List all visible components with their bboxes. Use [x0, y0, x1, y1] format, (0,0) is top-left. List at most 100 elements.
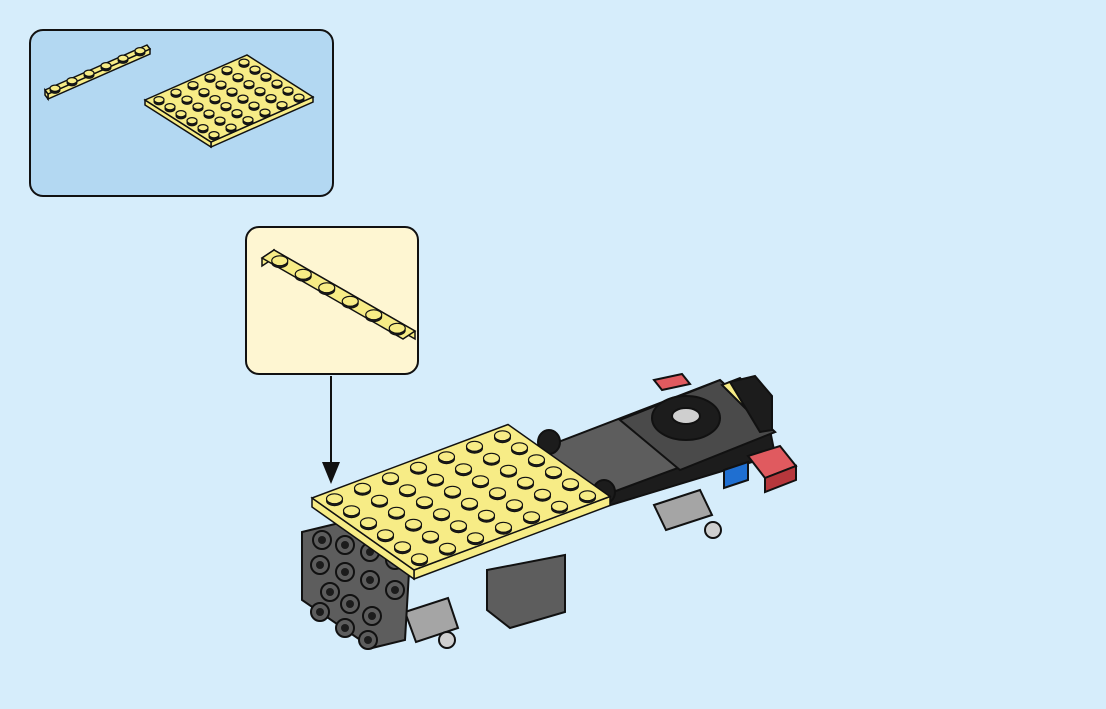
- stud-top: [243, 117, 253, 123]
- stud-top: [216, 81, 226, 87]
- stud-top: [383, 473, 399, 483]
- stud-top: [250, 66, 260, 72]
- stud-top: [261, 73, 271, 79]
- stud-top: [171, 89, 181, 95]
- stud-top: [445, 486, 461, 496]
- stud-top: [277, 102, 287, 108]
- stud-top: [411, 462, 427, 472]
- stud-top: [239, 59, 249, 65]
- front-stud-hole: [391, 586, 399, 594]
- front-stud-hole: [368, 612, 376, 620]
- front-stud-hole: [316, 608, 324, 616]
- stud-top: [283, 87, 293, 93]
- stud-top: [101, 63, 111, 69]
- stud-top: [439, 452, 455, 462]
- stud-top: [272, 256, 288, 266]
- stud-top: [518, 477, 534, 487]
- stud-top: [389, 507, 405, 517]
- stud-top: [327, 494, 343, 504]
- front-stud-hole: [341, 624, 349, 632]
- stud-top: [552, 501, 568, 511]
- front-stud-hole: [341, 568, 349, 576]
- stud-top: [361, 518, 377, 528]
- stud-top: [395, 542, 411, 552]
- stud-top: [233, 74, 243, 80]
- stud-top: [342, 296, 358, 306]
- stud-top: [406, 519, 422, 529]
- stud-top: [205, 74, 215, 80]
- under-block: [487, 555, 565, 628]
- stud-top: [467, 441, 483, 451]
- stud-top: [226, 124, 236, 130]
- stud-top: [182, 96, 192, 102]
- stud-top: [255, 88, 265, 94]
- stud-top: [412, 554, 428, 564]
- stud-top: [456, 464, 472, 474]
- stud-top: [210, 96, 220, 102]
- front-stud-hole: [316, 561, 324, 569]
- stud-top: [434, 509, 450, 519]
- stud-top: [451, 521, 467, 531]
- axle-holder-rear: [654, 490, 712, 530]
- stud-top: [204, 110, 214, 116]
- stud-top: [512, 443, 528, 453]
- axle-pin-front: [439, 632, 455, 648]
- stud-top: [473, 476, 489, 486]
- down-arrow-icon: [322, 376, 340, 484]
- stud-top: [215, 117, 225, 123]
- axle-pin-rear: [705, 522, 721, 538]
- stud-top: [372, 495, 388, 505]
- stud-top: [249, 102, 259, 108]
- vehicle-model: [302, 374, 796, 649]
- stud-top: [238, 95, 248, 101]
- stud-top: [490, 488, 506, 498]
- stud-top: [198, 125, 208, 131]
- stud-top: [294, 94, 304, 100]
- stud-top: [428, 474, 444, 484]
- round-tile-center: [672, 408, 700, 424]
- plate-1x6-part: [45, 45, 150, 99]
- stud-top: [187, 118, 197, 124]
- stud-top: [165, 104, 175, 110]
- stud-top: [209, 132, 219, 138]
- tail-light-top: [654, 374, 690, 390]
- stud-top: [319, 283, 335, 293]
- stud-top: [67, 78, 77, 84]
- stud-top: [440, 543, 456, 553]
- stud-top: [496, 522, 512, 532]
- stud-top: [468, 533, 484, 543]
- stud-top: [260, 109, 270, 115]
- stud-top: [580, 491, 596, 501]
- stud-top: [118, 55, 128, 61]
- stud-top: [400, 485, 416, 495]
- stud-top: [135, 48, 145, 54]
- stud-top: [495, 431, 511, 441]
- stud-top: [355, 483, 371, 493]
- stud-top: [188, 82, 198, 88]
- stud-top: [529, 455, 545, 465]
- plate-6x6-part: [145, 55, 313, 147]
- stud-top: [389, 323, 405, 333]
- stud-top: [154, 97, 164, 103]
- front-stud-hole: [318, 536, 326, 544]
- stud-top: [563, 479, 579, 489]
- stud-top: [344, 506, 360, 516]
- stud-top: [462, 498, 478, 508]
- stud-top: [266, 95, 276, 101]
- stud-top: [199, 89, 209, 95]
- stud-top: [417, 497, 433, 507]
- stud-top: [366, 310, 382, 320]
- stud-top: [244, 81, 254, 87]
- front-stud-hole: [326, 588, 334, 596]
- stud-top: [484, 453, 500, 463]
- stud-top: [193, 103, 203, 109]
- stud-top: [227, 88, 237, 94]
- stud-top: [423, 531, 439, 541]
- plate-1x6-top: [45, 45, 150, 94]
- stud-top: [535, 489, 551, 499]
- callout-plate-1x6: [262, 250, 415, 339]
- front-stud-hole: [364, 636, 372, 644]
- stud-top: [295, 269, 311, 279]
